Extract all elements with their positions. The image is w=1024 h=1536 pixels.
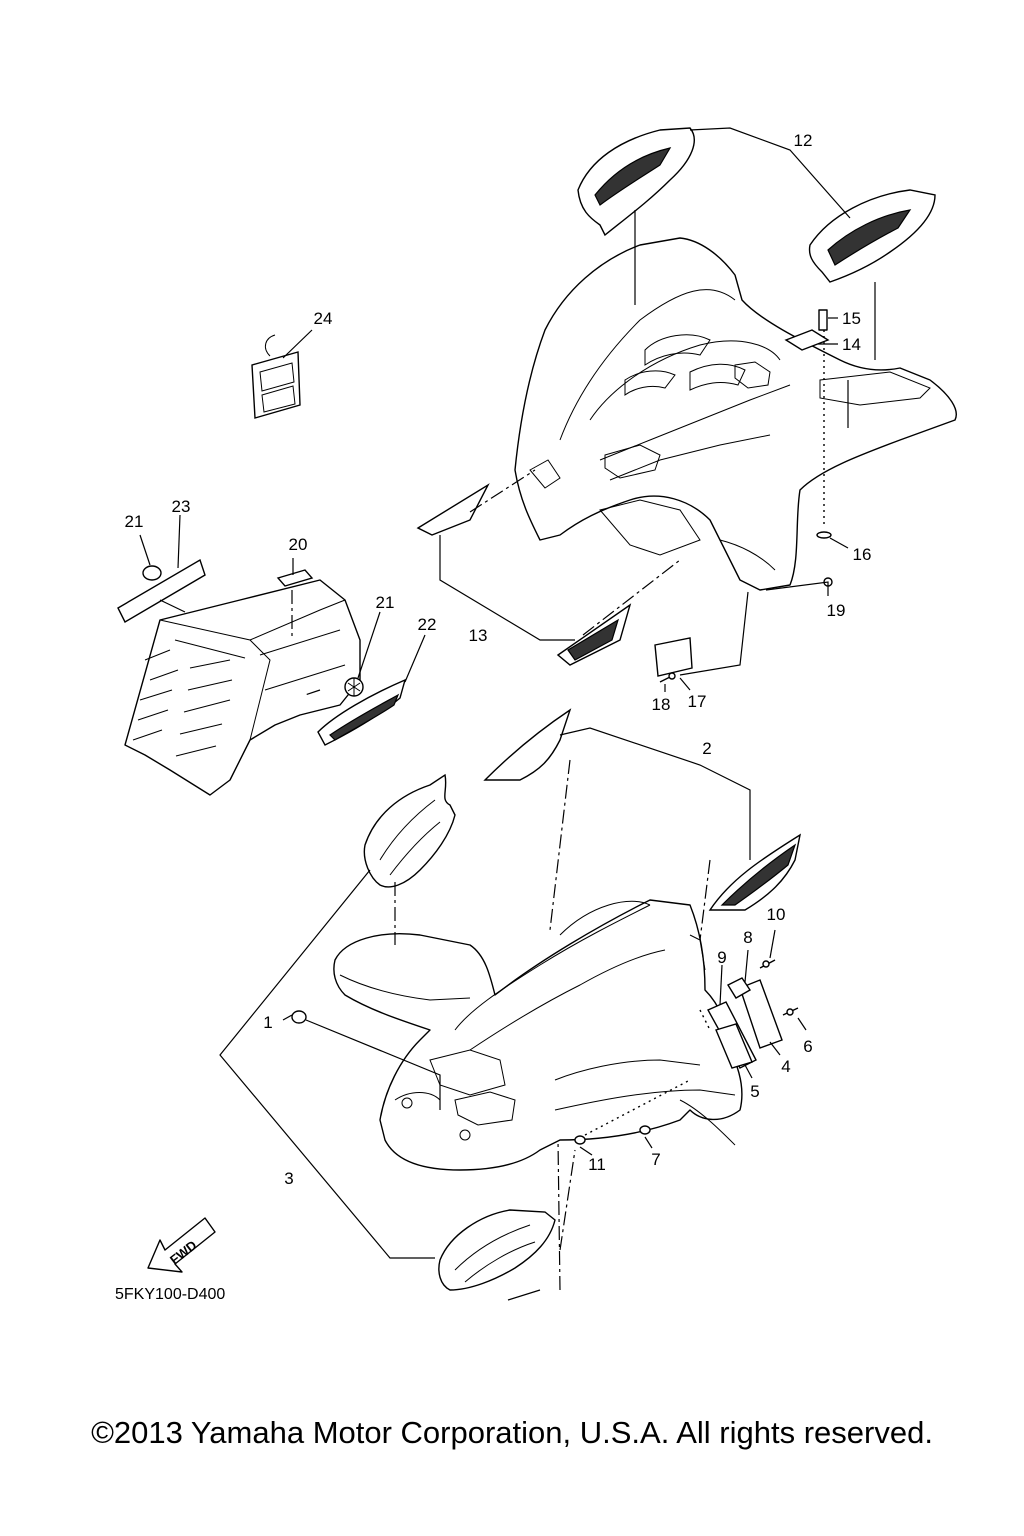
copyright-notice: ©2013 Yamaha Motor Corporation, U.S.A. A… [91, 1415, 933, 1450]
callout-20: 20 [289, 535, 308, 554]
callout-12: 12 [794, 131, 813, 150]
callout-1: 1 [263, 1013, 272, 1032]
decal-23 [117, 558, 206, 623]
callout-11: 11 [588, 1155, 606, 1174]
label-24 [251, 334, 301, 419]
callout-8: 8 [743, 928, 752, 947]
callout-23: 23 [172, 497, 191, 516]
callout-numbers: 12 15 14 24 21 23 20 16 19 21 22 13 18 1… [125, 131, 872, 1188]
decal-12-right [808, 189, 936, 283]
decal-22 [317, 678, 407, 746]
plate-14 [784, 329, 830, 351]
callout-21-left: 21 [125, 512, 144, 531]
callout-4: 4 [781, 1057, 790, 1076]
nut-16 [816, 531, 832, 539]
callout-17: 17 [688, 692, 707, 711]
emblem-21-left [142, 565, 162, 581]
front-panel [124, 579, 361, 796]
callout-5: 5 [750, 1082, 759, 1101]
fwd-label: FWD [167, 1237, 200, 1267]
rear-fender [514, 237, 957, 591]
callout-14: 14 [842, 335, 861, 354]
callout-10: 10 [767, 905, 786, 924]
leader-lines [139, 127, 876, 1301]
callout-19: 19 [827, 601, 846, 620]
decal-2-right [708, 833, 802, 911]
callout-6: 6 [803, 1037, 812, 1056]
plate-17 [654, 637, 693, 677]
callout-9: 9 [717, 948, 726, 967]
decal-3-lower [438, 1209, 556, 1291]
callout-13: 13 [469, 626, 488, 645]
front-fender [333, 899, 743, 1171]
callout-15: 15 [842, 309, 861, 328]
callout-22: 22 [418, 615, 437, 634]
decal-2-left [483, 708, 572, 781]
callout-21-right: 21 [376, 593, 395, 612]
emblem-1 [291, 1010, 307, 1024]
callout-2: 2 [702, 739, 711, 758]
fwd-arrow-icon: FWD [147, 1217, 216, 1273]
decal-20 [276, 569, 314, 587]
nut-11 [574, 1135, 586, 1145]
callout-7: 7 [651, 1150, 660, 1169]
nut-7 [639, 1125, 651, 1135]
drawing-code: 5FKY100-D400 [115, 1286, 225, 1303]
callout-3: 3 [284, 1169, 293, 1188]
decal-13-stripe-b [556, 603, 632, 666]
plate-4 [739, 979, 783, 1049]
decal-12-left [577, 127, 695, 237]
callout-18: 18 [652, 695, 671, 714]
callout-16: 16 [853, 545, 872, 564]
bracket-5-inner [715, 1023, 753, 1069]
bolt-15 [818, 309, 828, 331]
decal-3-upper [363, 773, 456, 888]
decal-13-stripe-a [416, 483, 490, 536]
plate-8 [727, 977, 751, 999]
callout-24: 24 [314, 309, 333, 328]
